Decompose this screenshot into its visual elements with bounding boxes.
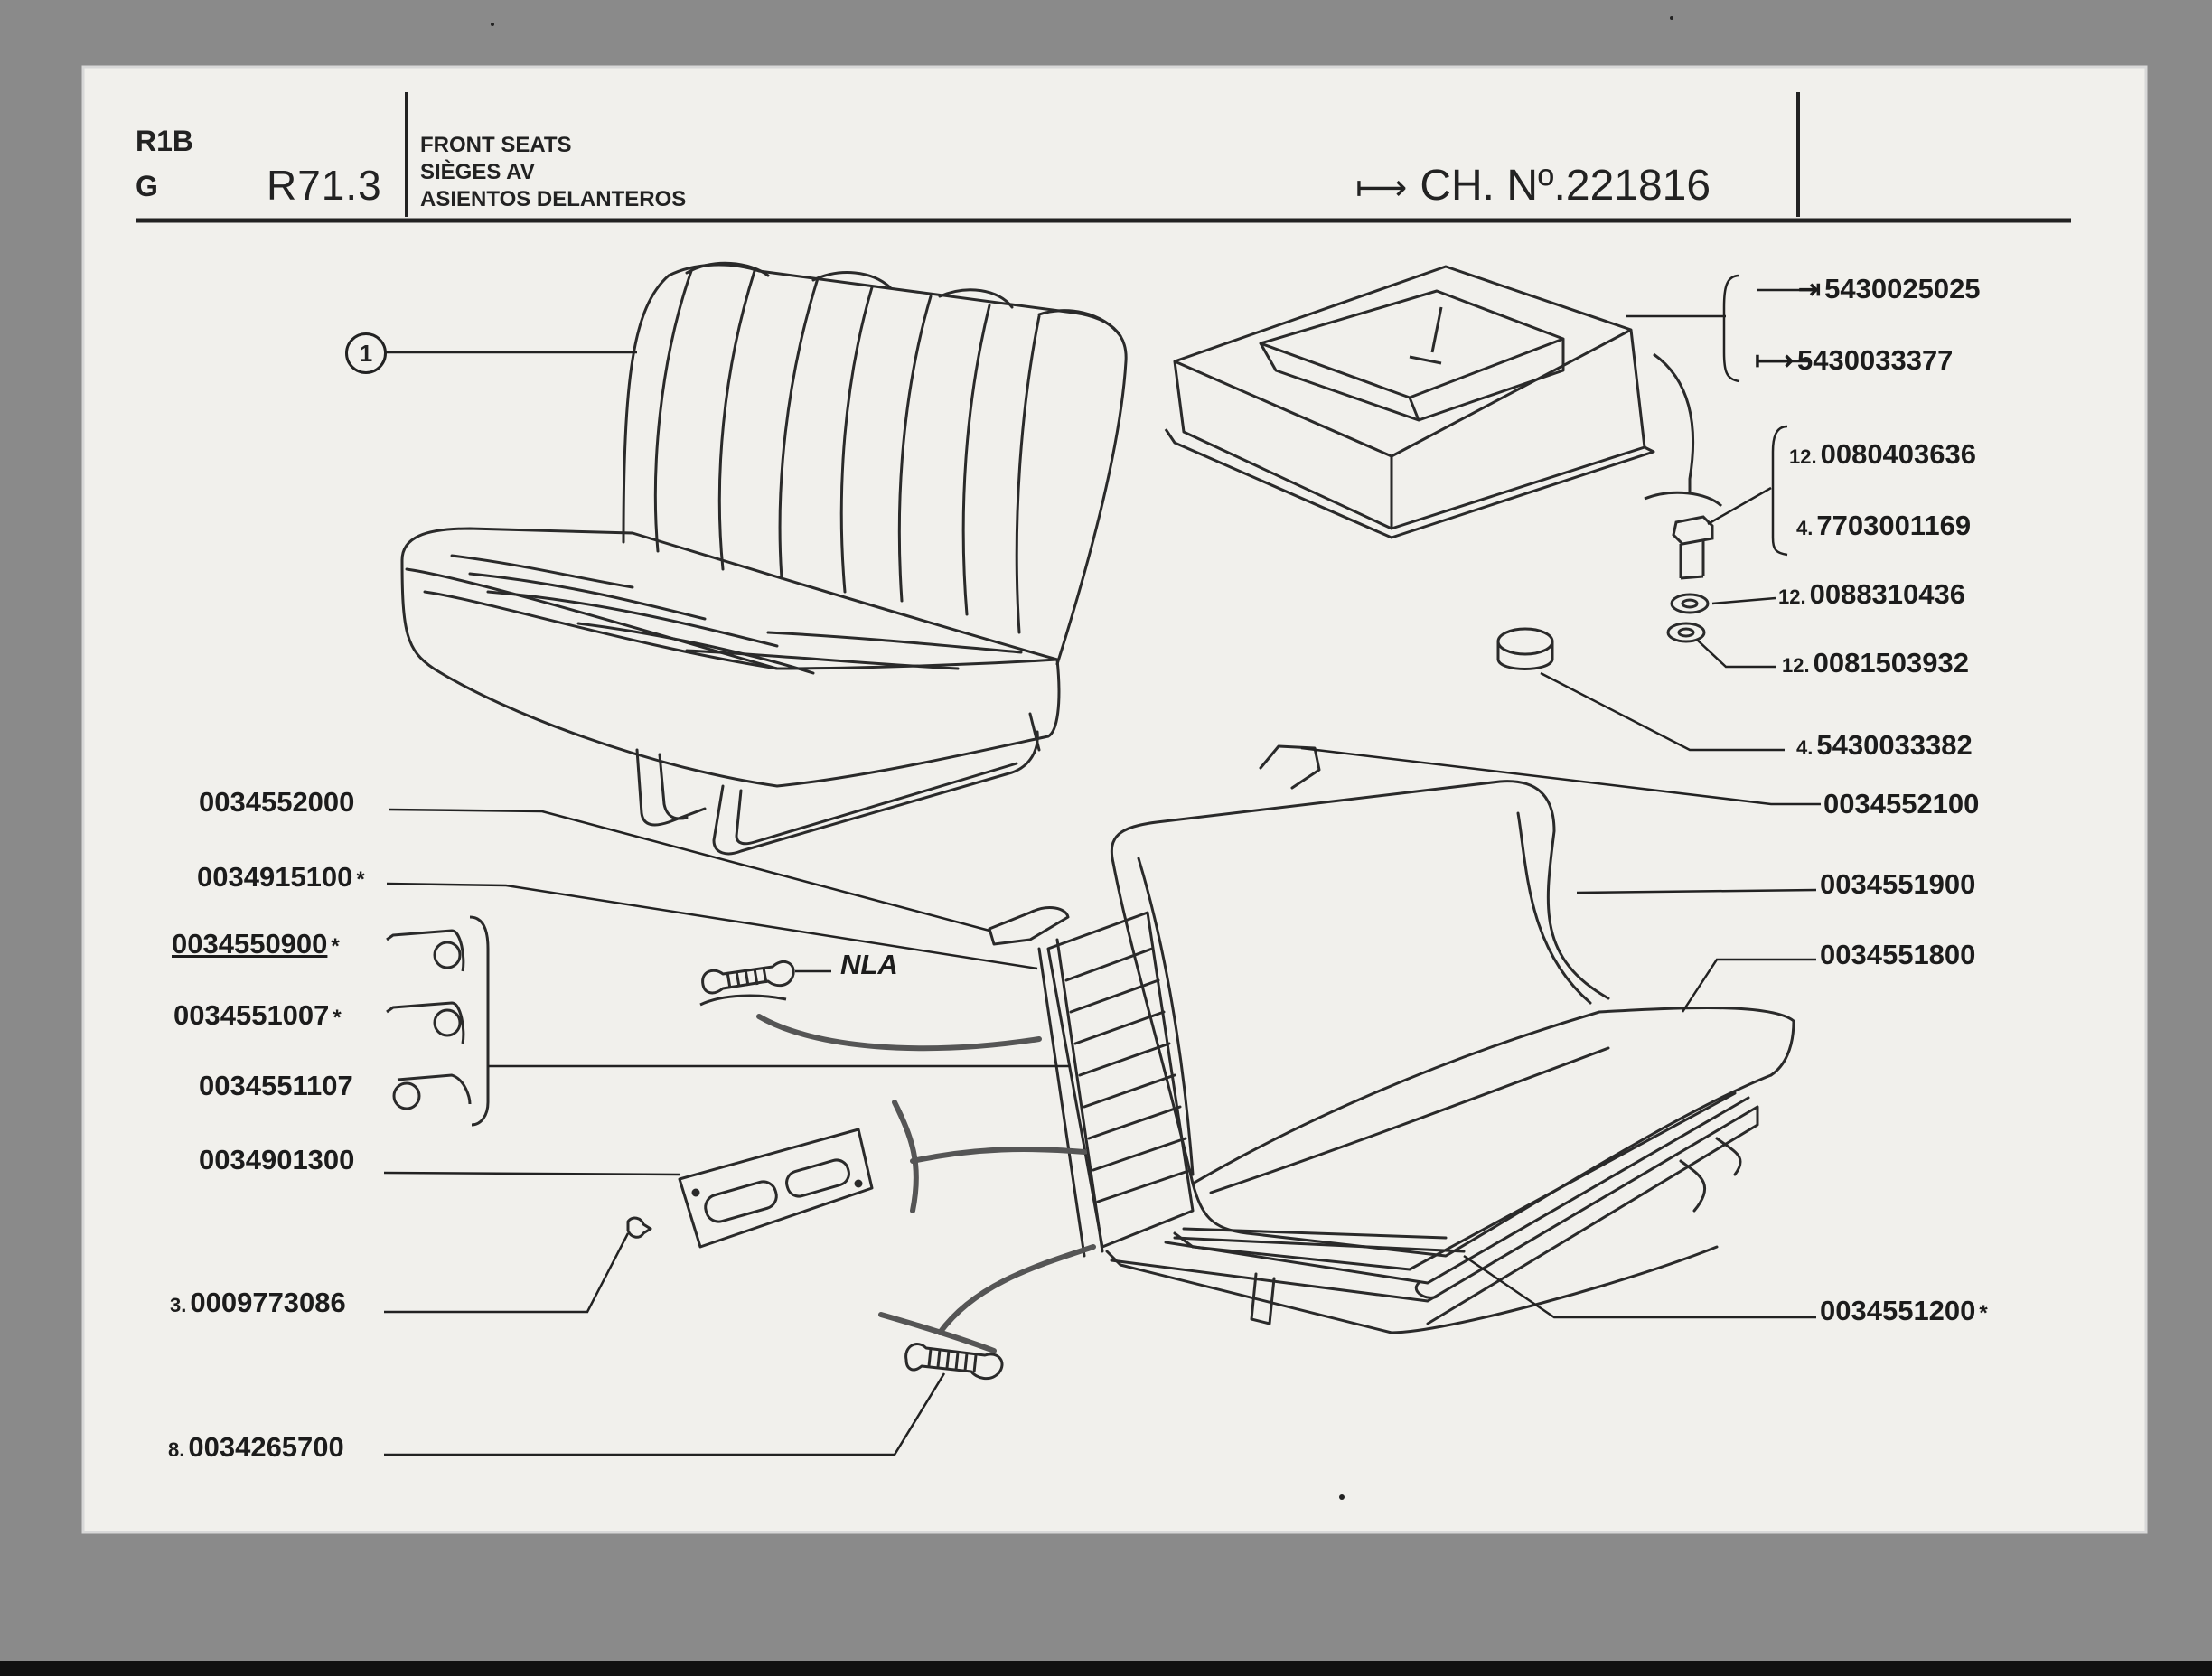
part-label: 0034551007* [173, 999, 342, 1031]
part-label: 4.7703001169 [1796, 510, 1972, 541]
assembly-arrows [756, 1014, 1096, 1353]
part-label: 12.0088310436 [1778, 578, 1966, 610]
part-label: 0034552000 [199, 786, 355, 818]
chassis-text: CH. Nº.221816 [1420, 162, 1711, 210]
part-label: 0034915100* [197, 861, 365, 893]
part-label: 4.5430033382 [1796, 729, 1973, 761]
part-label: 0034551200* [1820, 1295, 1988, 1326]
folding-seat-drawing [988, 744, 1795, 1334]
print-specks [491, 16, 1673, 1500]
leader-lines [383, 274, 1821, 1456]
model-variant: G [136, 170, 158, 202]
section-titles: FRONT SEATS SIÈGES AV ASIENTOS DELANTERO… [420, 132, 686, 213]
part-label: 0034552100 [1823, 788, 1980, 819]
part-label: 0034550900* [172, 928, 340, 960]
bench-seat-assembly-drawing [400, 261, 1128, 856]
paper-sheet [81, 65, 2148, 1534]
part-label: 0034551800 [1820, 939, 1976, 970]
fastener-drawings [1496, 491, 1723, 670]
from-arrow-icon: ⟼ [1355, 168, 1408, 208]
scan-bottom-band [0, 1661, 2212, 1676]
part-label: 0034901300 [199, 1144, 355, 1175]
part-label: 0034551107 [199, 1070, 353, 1101]
part-label: 0034551900 [1820, 868, 1976, 900]
part-label: 8.0034265700 [168, 1431, 344, 1463]
nla-note: NLA [840, 949, 898, 980]
part-label: 12.0081503932 [1782, 647, 1970, 679]
page-reference: R71.3 [267, 162, 382, 209]
part-label: ⇥5430025025 [1798, 273, 1981, 304]
small-parts-drawings [386, 915, 1004, 1381]
chassis-number: ⟼ CH. Nº.221816 [1355, 161, 1711, 211]
model-code: R1B [136, 125, 194, 157]
part-label: ⟼5430033377 [1755, 344, 1954, 376]
callout-1: 1 [345, 332, 387, 374]
seat-bracket-box-drawing [1164, 265, 1695, 539]
from-arrow-icon: ⟼ [1755, 346, 1795, 376]
header-rules [136, 92, 2071, 223]
title-english: FRONT SEATS [420, 133, 572, 157]
to-arrow-icon: ⇥ [1798, 275, 1822, 304]
part-label: 12.0080403636 [1789, 438, 1977, 470]
title-spanish: ASIENTOS DELANTEROS [420, 187, 687, 211]
part-label: 3.0009773086 [170, 1287, 346, 1318]
title-french: SIÈGES AV [420, 160, 535, 184]
